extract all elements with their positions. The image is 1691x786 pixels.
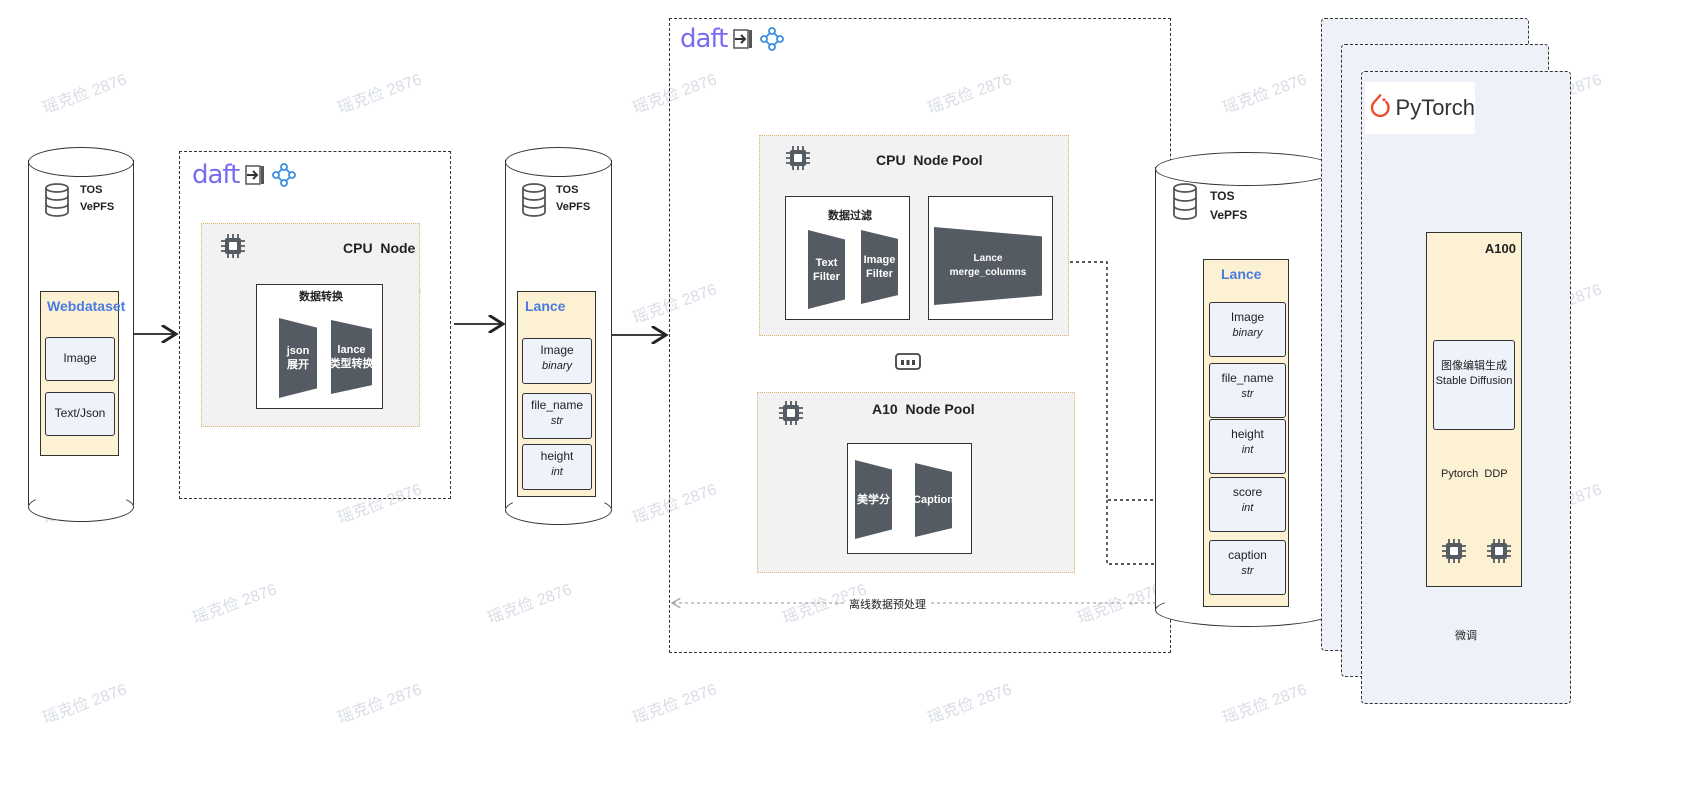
daft-logo-2: daft [680, 24, 785, 54]
network-nodes-icon [760, 27, 785, 51]
daft-logo-1: daft [192, 160, 297, 190]
storage-subtitle: VePFS [80, 201, 115, 213]
gpu-chip-icon [1487, 539, 1511, 563]
link-device-icon [895, 353, 921, 370]
cpu-pool-title: CPU Node Pool [876, 152, 983, 168]
op-aesthetic-score: 美学分 [855, 460, 892, 539]
database-icon [522, 183, 546, 217]
gpu-chip-icon [1442, 539, 1466, 563]
storage-title: TOS [1210, 189, 1235, 203]
network-nodes-icon [272, 163, 297, 187]
arrow-into-icon [733, 29, 753, 49]
op-text-filter: Text Filter [808, 230, 845, 309]
op-caption: Caption [915, 463, 952, 537]
pytorch-flame-icon [1370, 94, 1390, 118]
storage-subtitle: VePFS [1210, 208, 1248, 222]
storage-title: TOS [556, 184, 579, 196]
storage-subtitle: VePFS [556, 201, 591, 213]
dataset-title: Webdataset [47, 298, 126, 314]
finetune-label: 微调 [1452, 627, 1480, 643]
op-image-filter: Image Filter [861, 230, 898, 304]
offline-preprocess-label: 离线数据预处理 [846, 596, 929, 612]
op-lance-merge-columns: Lance merge_columns [934, 227, 1042, 305]
cpu-node-title: CPU Node [343, 240, 416, 256]
dataset-title: Lance [525, 298, 566, 314]
data-filter-title: 数据过滤 [828, 210, 872, 222]
arrow-into-icon [245, 165, 265, 185]
data-transform-title: 数据转换 [299, 291, 343, 303]
field-text-json: Text/Json [45, 392, 115, 436]
pytorch-logo: PyTorch [1365, 82, 1475, 134]
op-json-expand: json 展开 [279, 318, 317, 398]
dataset-title: Lance [1221, 266, 1262, 282]
database-icon [45, 183, 69, 217]
training-method: Pytorch DDP [1441, 468, 1508, 480]
a10-pool-title: A10 Node Pool [872, 401, 975, 417]
gpu-title: A100 [1484, 241, 1516, 256]
storage-title: TOS [80, 184, 103, 196]
op-lance-type-convert: lance 类型转换 [331, 320, 372, 394]
database-icon [1173, 183, 1197, 220]
cpu-chip-icon [786, 146, 810, 170]
task-box: 图像编辑生成 Stable Diffusion [1433, 340, 1515, 430]
cpu-chip-icon [221, 234, 245, 258]
gpu-chip-icon [779, 401, 803, 425]
field-image: Image [45, 337, 115, 381]
daft-container-1 [179, 151, 451, 499]
